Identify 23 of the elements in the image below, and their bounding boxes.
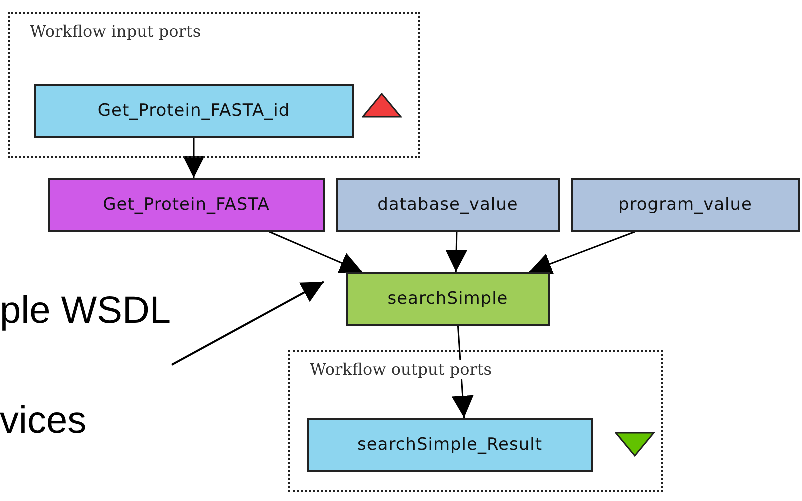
process-box: [336, 178, 560, 232]
pointer-arrow: [172, 281, 324, 366]
arrow: [183, 138, 205, 178]
group-title: Workflow input ports: [30, 22, 202, 41]
process-box: [571, 178, 800, 232]
process-name: searchSimple_Result: [357, 435, 543, 455]
process-name: Get_Protein_FASTA: [103, 195, 270, 215]
port-group-panel: [8, 12, 420, 158]
arrow: [529, 231, 636, 274]
text-fragment: ple WSDL: [0, 290, 172, 333]
process-name: searchSimple: [388, 289, 508, 309]
process-name: database_value: [378, 195, 518, 215]
process-name: Get_Protein_FASTA_id: [98, 101, 290, 121]
process-box: [307, 418, 593, 472]
process-name: program_value: [618, 195, 752, 215]
process-box: [48, 178, 325, 232]
port-group-panel: [288, 350, 663, 492]
text-fragment: vices: [0, 400, 87, 443]
process-box: [34, 84, 354, 138]
arrow: [446, 232, 468, 272]
group-title: Workflow output ports: [310, 360, 492, 379]
arrow: [269, 231, 363, 274]
process-box: [346, 272, 550, 326]
